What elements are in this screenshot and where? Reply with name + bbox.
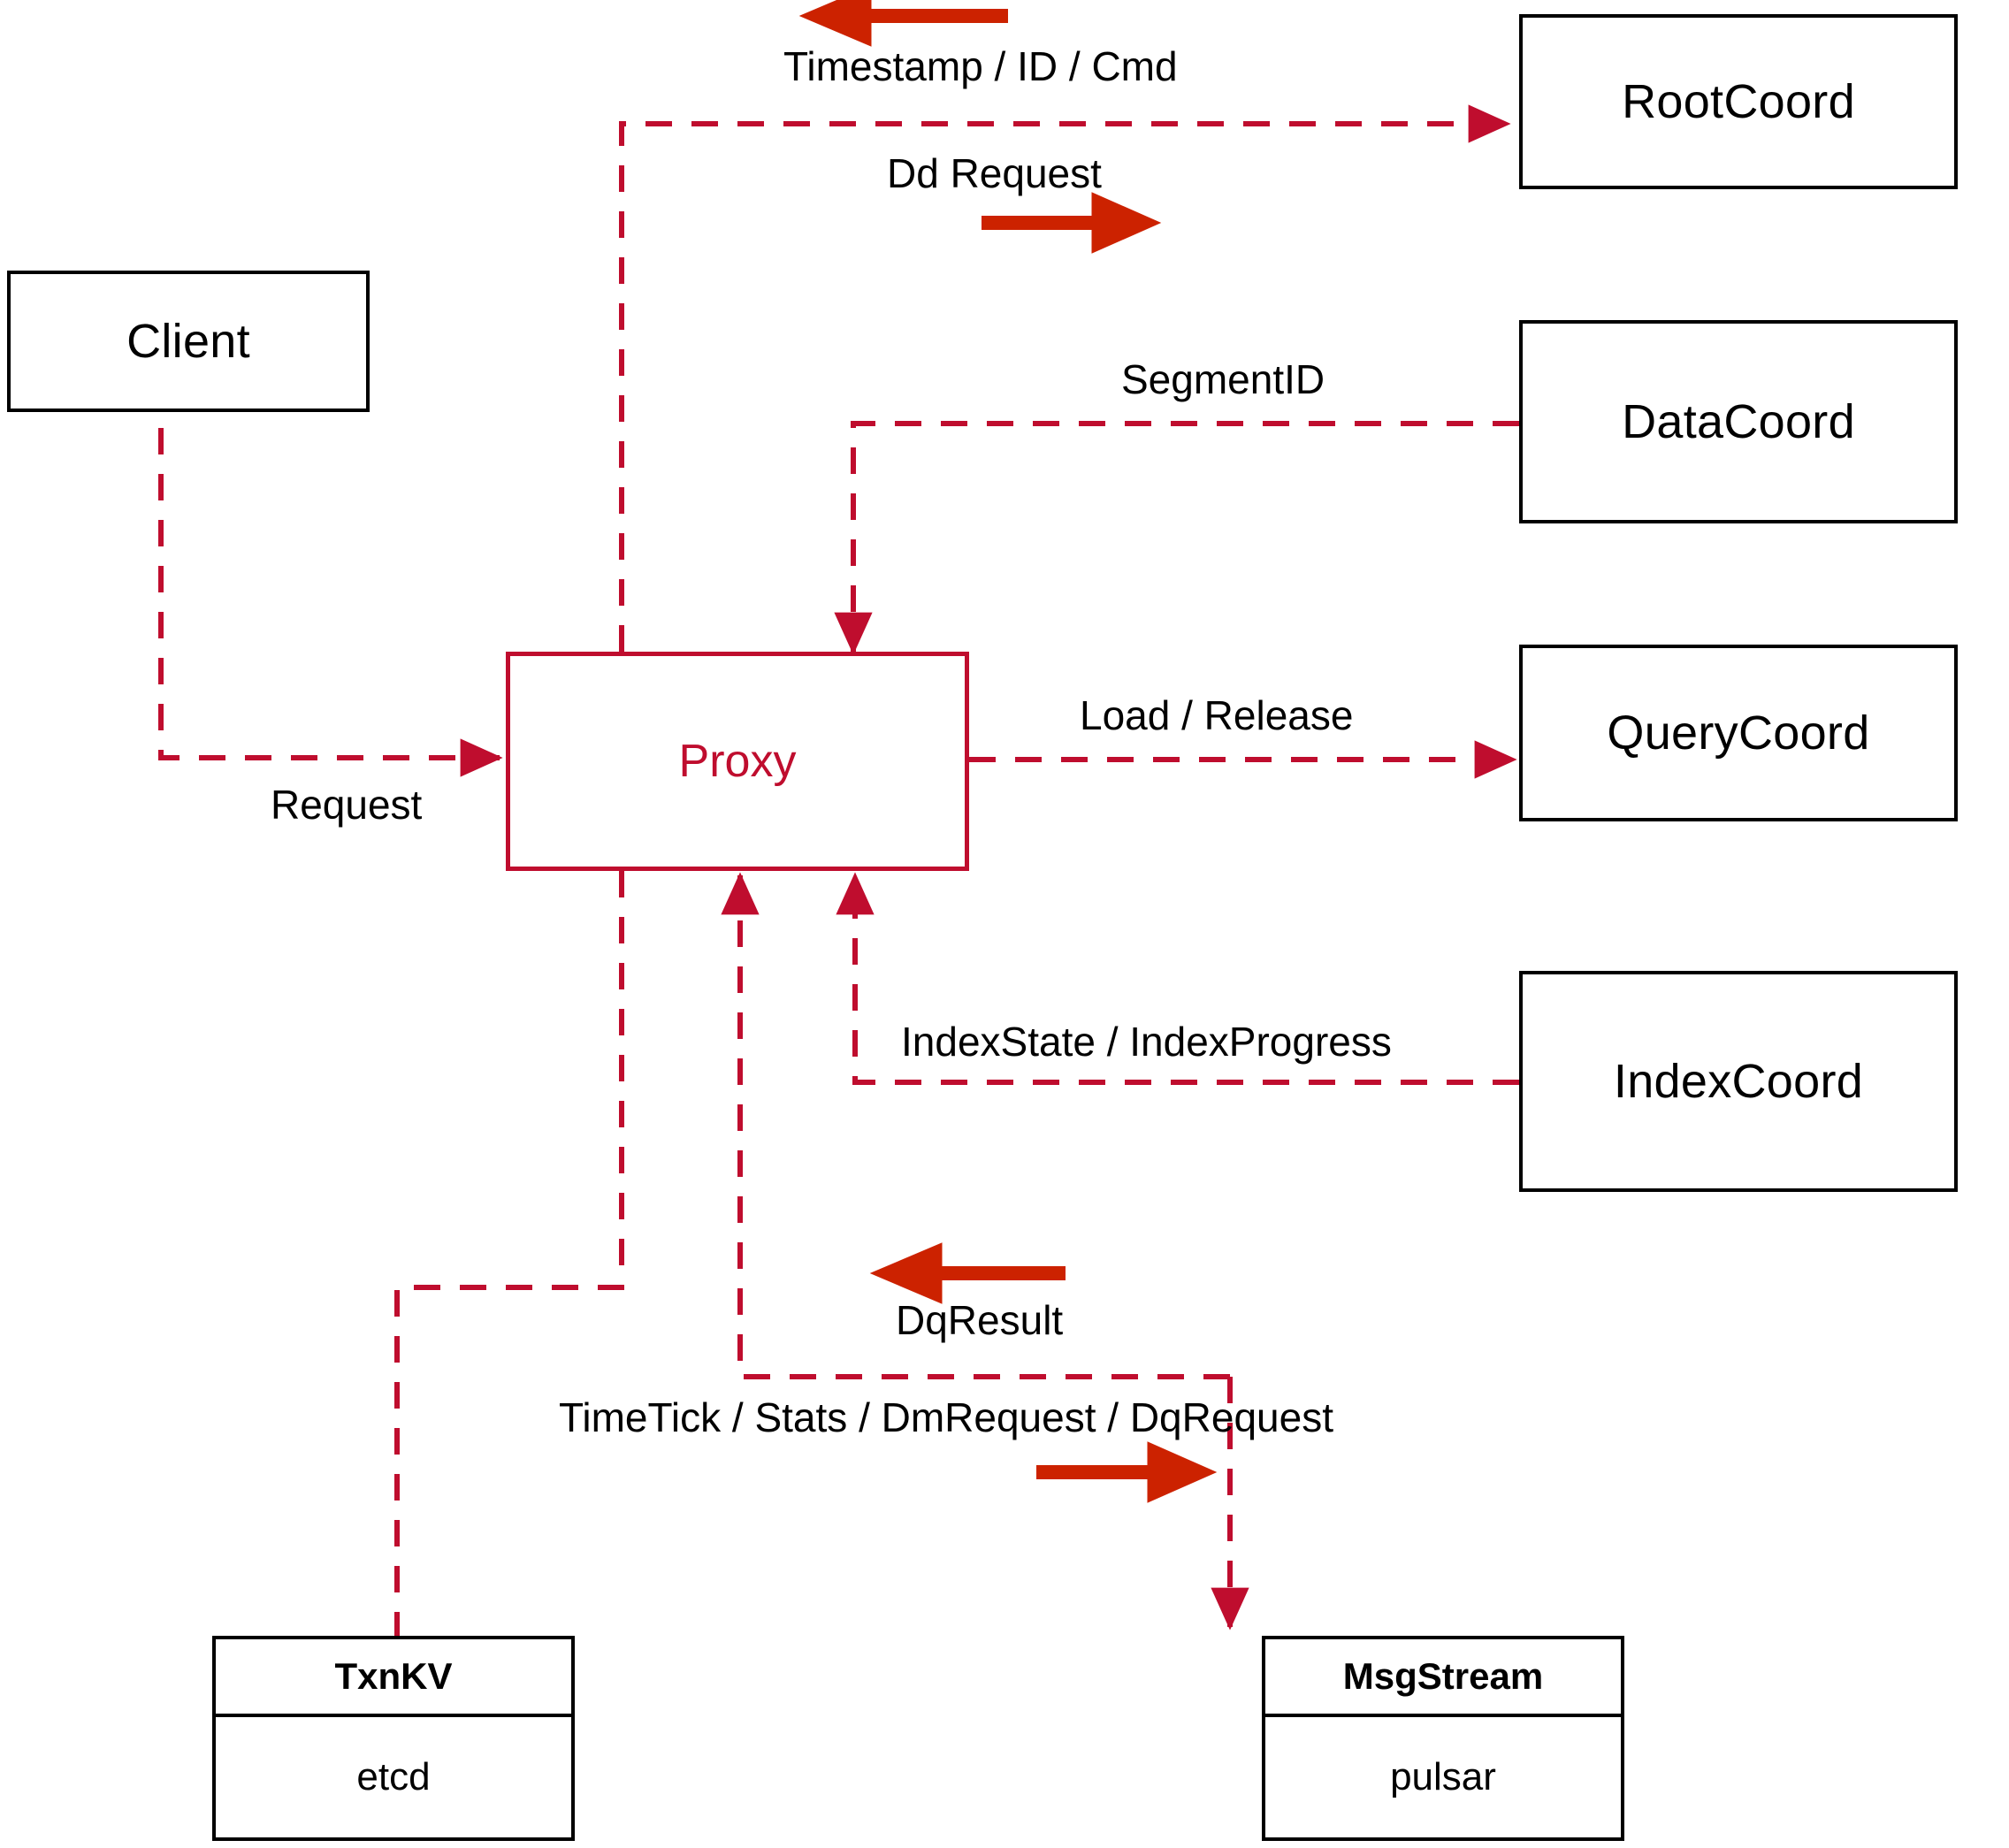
- node-proxy-label: Proxy: [678, 736, 797, 787]
- store-txnkv[interactable]: TxnKV etcd: [212, 1636, 575, 1841]
- store-txnkv-body: etcd: [216, 1717, 571, 1837]
- store-txnkv-header: TxnKV: [216, 1639, 571, 1717]
- store-txnkv-title: TxnKV: [334, 1655, 453, 1697]
- node-proxy[interactable]: Proxy: [506, 652, 969, 871]
- store-msgstream-header: MsgStream: [1265, 1639, 1621, 1717]
- store-msgstream-body: pulsar: [1265, 1717, 1621, 1837]
- node-querycoord[interactable]: QueryCoord: [1519, 645, 1958, 821]
- direction-arrow-timestamp: [798, 0, 1008, 47]
- edge-label-msgstream-flow: TimeTick / Stats / DmRequest / DqRequest: [559, 1394, 1333, 1440]
- node-datacoord[interactable]: DataCoord: [1519, 320, 1958, 523]
- edge-proxy-txnkv: [394, 871, 624, 1636]
- edge-label-request: Request: [271, 782, 423, 828]
- edge-label-timestamp-id-cmd: Timestamp / ID / Cmd: [783, 43, 1178, 89]
- direction-arrow-dd-request: [982, 192, 1162, 254]
- edge-label-index-state: IndexState / IndexProgress: [901, 1019, 1392, 1065]
- edge-label-dq-result: DqResult: [896, 1297, 1064, 1343]
- node-indexcoord-label: IndexCoord: [1613, 1055, 1864, 1108]
- direction-arrow-dqresult: [869, 1242, 1066, 1304]
- edge-msgstream-proxy: [721, 872, 1230, 1379]
- edge-indexcoord-proxy: [836, 872, 1519, 1085]
- node-client-label: Client: [126, 315, 250, 368]
- node-indexcoord[interactable]: IndexCoord: [1519, 971, 1958, 1192]
- node-datacoord-label: DataCoord: [1622, 395, 1855, 448]
- store-msgstream-title: MsgStream: [1342, 1655, 1544, 1697]
- edge-proxy-rootcoord: [619, 104, 1511, 652]
- store-msgstream[interactable]: MsgStream pulsar: [1262, 1636, 1624, 1841]
- edge-label-segment-id: SegmentID: [1121, 356, 1325, 402]
- store-txnkv-impl: etcd: [356, 1755, 431, 1798]
- direction-arrow-msgstream-flow: [1036, 1441, 1218, 1503]
- edge-label-dd-request: Dd Request: [887, 150, 1102, 196]
- node-querycoord-label: QueryCoord: [1607, 706, 1870, 760]
- store-msgstream-impl: pulsar: [1390, 1755, 1496, 1798]
- node-client[interactable]: Client: [7, 271, 370, 412]
- edge-client-proxy: [158, 382, 503, 777]
- node-rootcoord[interactable]: RootCoord: [1519, 14, 1958, 189]
- node-rootcoord-label: RootCoord: [1622, 75, 1855, 128]
- edge-label-load-release: Load / Release: [1080, 692, 1354, 738]
- edge-datacoord-proxy: [834, 421, 1519, 655]
